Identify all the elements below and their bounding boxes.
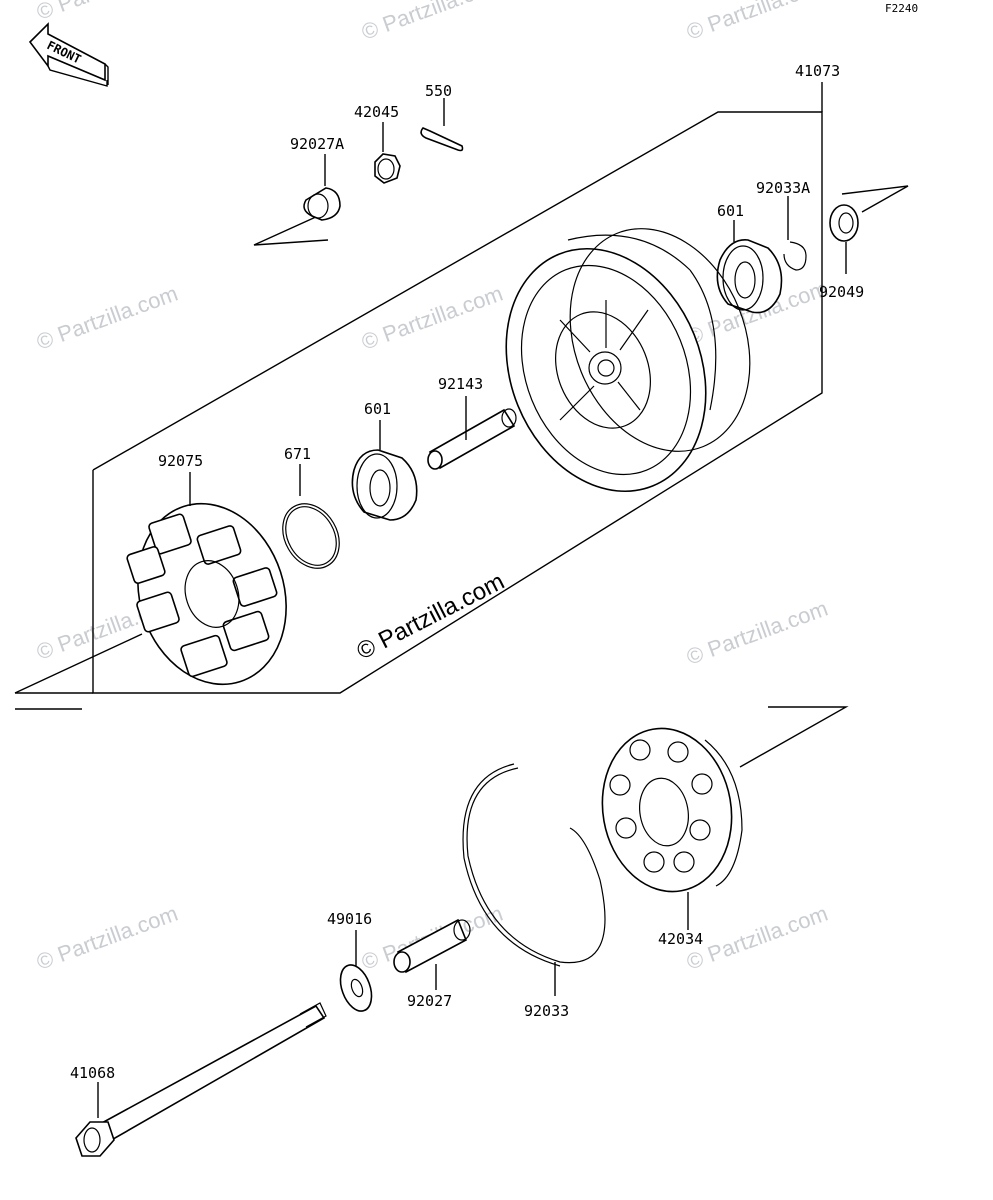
bearing-lower bbox=[351, 420, 418, 521]
leader-chevrons bbox=[253, 185, 909, 768]
watermark: © Partzilla.com bbox=[683, 0, 831, 45]
watermark: © Partzilla.com bbox=[683, 596, 831, 670]
collar-lower bbox=[393, 918, 471, 990]
front-arrow-icon: FRONT bbox=[28, 22, 109, 87]
circlip bbox=[783, 196, 807, 271]
bearing-upper bbox=[716, 220, 783, 314]
part-label-92033: 92033 bbox=[524, 1002, 569, 1020]
watermark: © Partzilla.com bbox=[33, 0, 181, 25]
watermark-main: © Partzilla.com bbox=[352, 568, 508, 665]
collar bbox=[303, 154, 341, 221]
part-label-42034: 42034 bbox=[658, 930, 703, 948]
part-label-671: 671 bbox=[284, 445, 311, 463]
part-label-92027: 92027 bbox=[407, 992, 452, 1010]
castle-nut bbox=[374, 122, 401, 184]
part-label-92049: 92049 bbox=[819, 283, 864, 301]
assembly-outline bbox=[14, 82, 823, 710]
watermark: © Partzilla.com bbox=[33, 901, 181, 975]
watermark: © Partzilla.com bbox=[358, 281, 506, 355]
snap-ring bbox=[462, 763, 606, 996]
watermark: © Partzilla.com bbox=[33, 281, 181, 355]
part-label-92027A: 92027A bbox=[290, 135, 344, 153]
part-label-41068: 41068 bbox=[70, 1064, 115, 1082]
o-ring bbox=[282, 464, 340, 569]
figure-code: F2240 bbox=[885, 2, 918, 15]
sprocket-coupling bbox=[601, 727, 743, 930]
spacer-tube bbox=[427, 396, 517, 470]
part-labels: 41073 550 42045 92027A 92033A 601 92049 … bbox=[70, 62, 864, 1082]
washer bbox=[339, 930, 373, 1012]
part-label-42045: 42045 bbox=[354, 103, 399, 121]
part-label-92075: 92075 bbox=[158, 452, 203, 470]
axle bbox=[75, 1002, 327, 1157]
part-label-550: 550 bbox=[425, 82, 452, 100]
watermark: © Partzilla.com bbox=[358, 0, 506, 45]
watermark: © Partzilla.com bbox=[683, 901, 831, 975]
cotter-pin bbox=[420, 98, 464, 152]
part-label-92033A: 92033A bbox=[756, 179, 810, 197]
part-label-92143: 92143 bbox=[438, 375, 483, 393]
part-label-49016: 49016 bbox=[327, 910, 372, 928]
part-label-601-upper: 601 bbox=[717, 202, 744, 220]
oil-seal bbox=[829, 204, 859, 274]
part-label-601-lower: 601 bbox=[364, 400, 391, 418]
damper bbox=[126, 472, 287, 686]
part-label-41073: 41073 bbox=[795, 62, 840, 80]
rear-wheel bbox=[505, 228, 751, 493]
